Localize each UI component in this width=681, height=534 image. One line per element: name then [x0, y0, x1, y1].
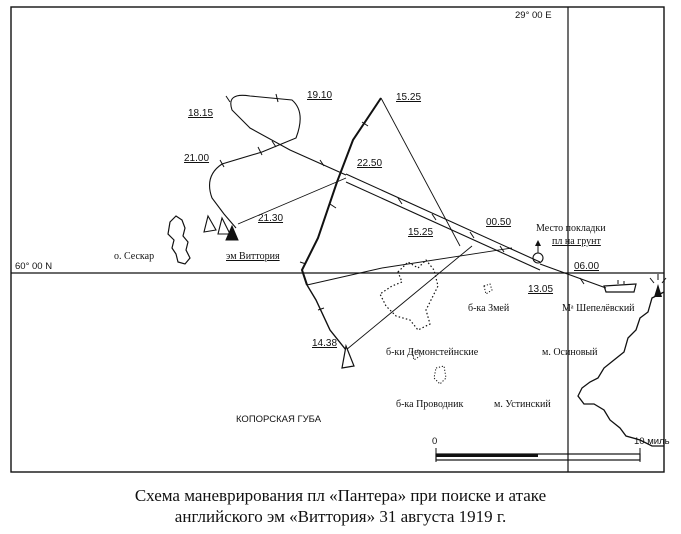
latitude-label: 60° 00 N: [15, 261, 52, 272]
track-return-a: [345, 173, 541, 263]
track-return-c: [539, 263, 607, 289]
label-seskar: о. Сескар: [114, 251, 154, 262]
label-vittoria: эм Виттория: [226, 251, 280, 262]
track-loop: [209, 94, 347, 229]
bearing-line-3: [306, 267, 383, 286]
shoal-zmey: [483, 283, 493, 295]
scale-ten: 10 миль: [634, 436, 670, 447]
map-frame: [10, 6, 665, 473]
shoal-demon-south: [411, 349, 421, 361]
time-19-10: 19.10: [307, 90, 332, 101]
label-zmey: б-ка Змей: [468, 303, 510, 314]
time-22-50: 22.50: [357, 158, 382, 169]
track-panthera: [300, 97, 382, 286]
bearing-line-2: [237, 177, 347, 225]
label-ustinsky: м. Устинский: [494, 399, 551, 410]
bearing-line-1: [380, 97, 461, 247]
time-18-15: 18.15: [188, 108, 213, 119]
submarine-moored-icon: [603, 280, 637, 293]
track-panthera-descent: [306, 284, 347, 351]
longitude-label: 29° 00 E: [515, 10, 552, 21]
bearing-line-4: [381, 247, 513, 269]
shoal-demonsteinskie: [379, 259, 439, 331]
scale-zero: 0: [432, 436, 437, 447]
mooring-marker-icon: [532, 240, 544, 264]
label-provodnik: б-ка Проводник: [396, 399, 463, 410]
label-koporskaya: КОПОРСКАЯ ГУБА: [236, 414, 322, 425]
bearing-line-5: [345, 245, 473, 351]
label-demonsteinskie: б-ки Демонстейнские: [386, 347, 479, 358]
caption-line-2: английского эм «Виттория» 31 августа 191…: [174, 507, 507, 526]
shoal-provodnik: [433, 365, 447, 385]
time-14-38: 14.38: [312, 338, 337, 349]
label-shepelevsky: Мᵃ Шепелёвский: [562, 303, 635, 314]
time-15-25-mid: 15.25: [408, 227, 433, 238]
time-15-25-top: 15.25: [396, 92, 421, 103]
submarine-panthera-icon: [341, 343, 355, 369]
label-osinovy: м. Осиновый: [542, 347, 598, 358]
scale-bar: [435, 448, 641, 462]
track-return-b: [345, 181, 541, 271]
mooring-label-line1: Место покладки: [536, 223, 606, 234]
time-21-30: 21.30: [258, 213, 283, 224]
destroyer-vittoria-icon: [203, 214, 239, 241]
seskar-island: [167, 215, 191, 265]
time-06-00: 06.00: [574, 261, 599, 272]
time-13-05: 13.05: [528, 284, 553, 295]
lighthouse-icon: [649, 274, 667, 297]
caption-line-1: Схема маневрирования пл «Пантера» при по…: [134, 486, 547, 505]
mooring-label-line2: пл на грунт: [552, 236, 601, 247]
time-00-50: 00.50: [486, 217, 511, 228]
track-ticks: [219, 93, 585, 311]
time-21-00: 21.00: [184, 153, 209, 164]
coastline: [577, 291, 665, 447]
